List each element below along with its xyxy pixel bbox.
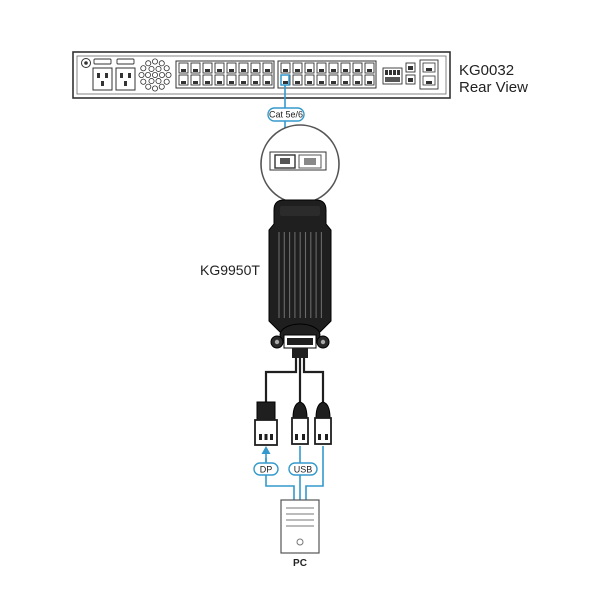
dp-connector-head-icon	[270, 323, 330, 358]
usb-plug-icon	[314, 401, 332, 445]
displayport-plug-icon	[254, 401, 278, 446]
switch-model-label: KG0032	[459, 62, 514, 79]
pc-tower-icon	[280, 499, 320, 554]
dp-cable-label: DP	[260, 465, 273, 475]
arrow-up-icon	[261, 446, 271, 462]
usb-plug-icon	[291, 401, 309, 445]
adapter-model-label: KG9950T	[200, 262, 260, 278]
switch-view-label: Rear View	[459, 79, 528, 96]
ground-screw-icon	[81, 58, 91, 68]
adapter-pigtail-cables	[264, 358, 325, 402]
fan-vent-icon	[138, 58, 172, 92]
usb-cable-tag: USB	[288, 462, 318, 476]
rj45-port-bank-left	[175, 60, 275, 89]
power-inlet-icon	[115, 58, 136, 91]
kvm-switch-rear-panel	[72, 51, 451, 99]
adapter-port-detail-callout	[260, 124, 340, 210]
pc-label: PC	[293, 558, 307, 569]
rj45-port-bank-right	[277, 60, 377, 89]
dp-cable-tag: DP	[253, 462, 279, 476]
power-inlet-icon	[92, 58, 113, 91]
network-cable-label: Cat 5e/6	[269, 110, 303, 120]
kvm-adapter	[268, 199, 332, 358]
usb-cable-label: USB	[294, 465, 313, 475]
console-port-icon	[405, 62, 416, 85]
dip-switch-icon	[382, 67, 403, 85]
lan-port-icon	[419, 59, 439, 90]
